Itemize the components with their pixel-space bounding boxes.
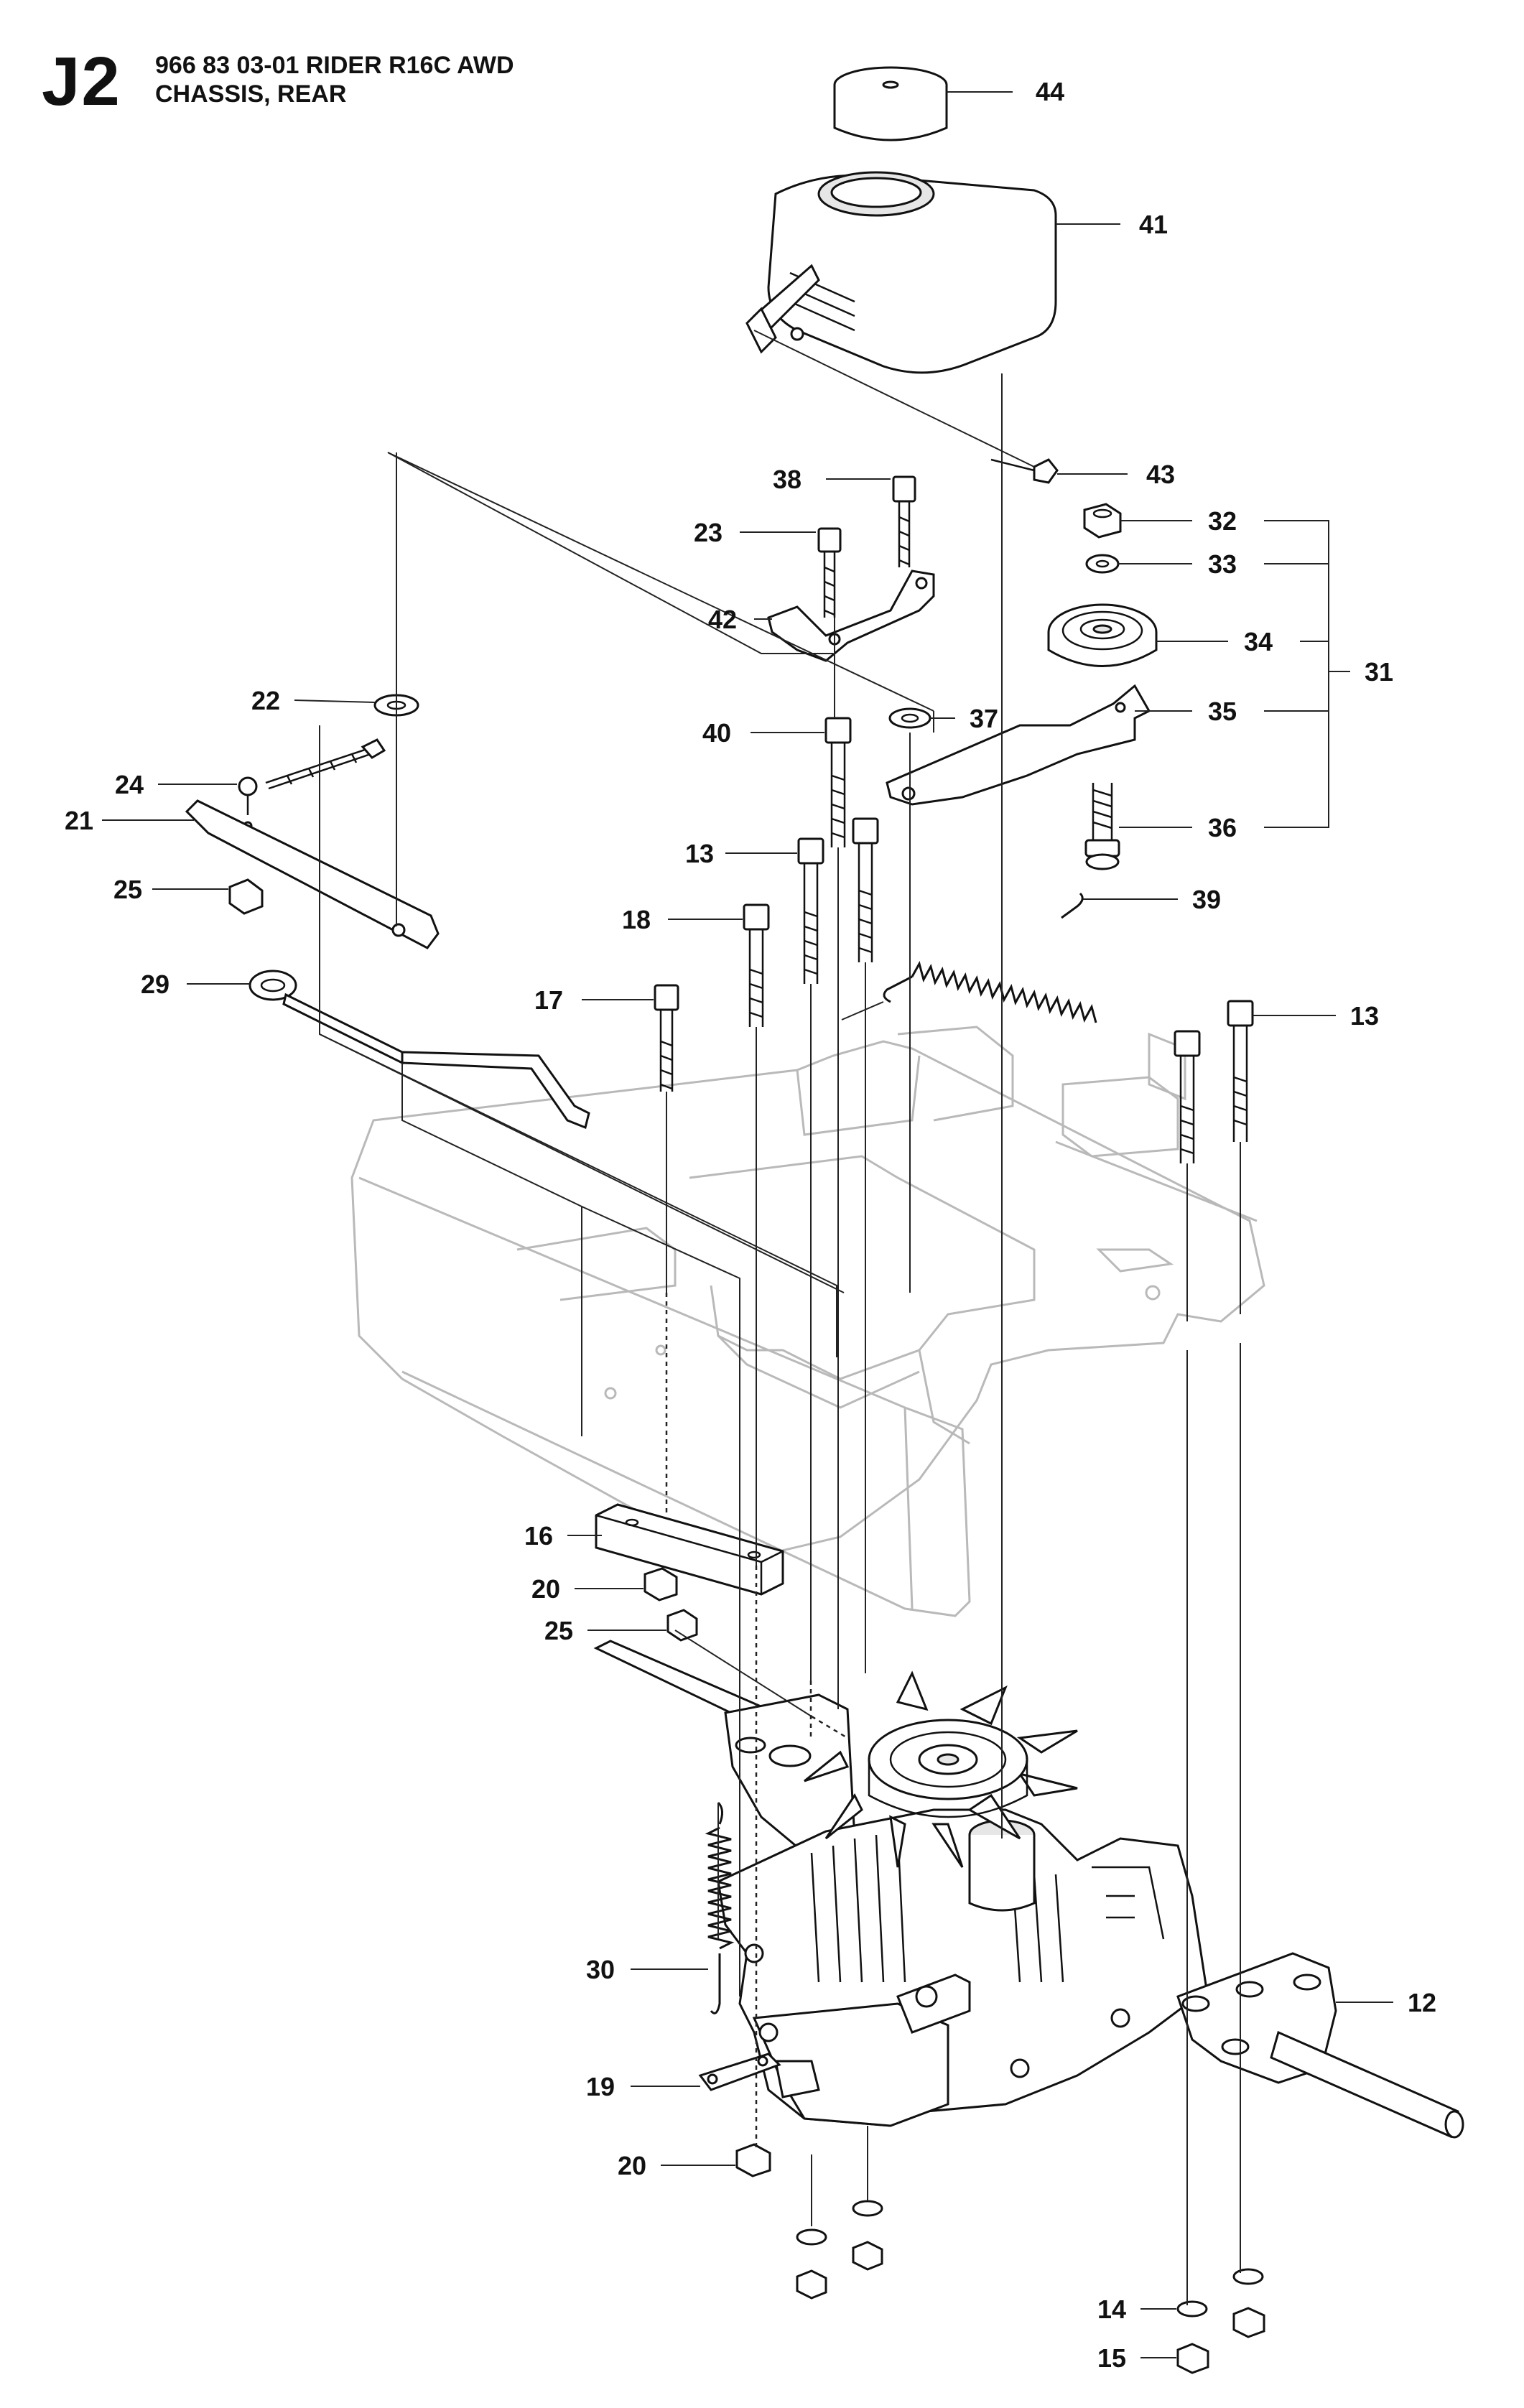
part-24-ball-joint-rod: [238, 738, 386, 831]
callout-42: 42: [708, 605, 737, 634]
part-13-bolt-right-a: [1174, 1030, 1201, 1163]
callout-20-lower: 20: [618, 2151, 646, 2180]
part-12-axle-housing: [1176, 1952, 1464, 2139]
part-41-fuel-tank: [745, 171, 1057, 374]
callout-15: 15: [1097, 2343, 1126, 2373]
callout-labels: 44 41 43 38 23 42 32 33 34 31 35 36 22 3…: [65, 77, 1436, 2373]
part-34-pulley: [1047, 603, 1158, 667]
callout-30: 30: [586, 1955, 615, 1984]
callout-21: 21: [65, 806, 93, 835]
section-title: CHASSIS, REAR: [155, 80, 347, 108]
part-21-lever-arm: [185, 799, 440, 949]
part-36-shoulder-bolt: [1084, 783, 1120, 870]
part-30-spring: [705, 1801, 735, 2014]
part-17-bolt: [654, 984, 679, 1092]
callout-23: 23: [694, 518, 722, 547]
part-13-bolt-left-b: [852, 817, 879, 962]
callout-22: 22: [251, 686, 280, 715]
part-13-bolt-right-b: [1227, 1000, 1254, 1142]
callout-20-upper: 20: [531, 1574, 560, 1604]
chassis-frame-ghost: [350, 1026, 1265, 1617]
callout-18: 18: [622, 905, 651, 934]
callout-38: 38: [773, 465, 802, 494]
part-fan-pulley: [804, 1670, 1078, 1868]
part-25-nut-left: [228, 878, 264, 915]
part-15-nut: [1176, 2307, 1265, 2374]
part-29-control-rod: [248, 970, 590, 1130]
part-42-bracket: [767, 570, 935, 662]
callout-13-right: 13: [1350, 1001, 1379, 1031]
callout-37: 37: [970, 704, 998, 733]
callout-35: 35: [1208, 697, 1237, 726]
callout-29: 29: [141, 970, 169, 999]
part-25-nut-mid: [666, 1609, 698, 1642]
callout-25-mid: 25: [544, 1616, 573, 1645]
part-16-spacer-bar: [595, 1503, 784, 1596]
part-18-bolt: [743, 903, 770, 1027]
part-19-link-plate: [698, 2053, 781, 2091]
callout-13-upper: 13: [685, 839, 714, 868]
callout-41: 41: [1139, 210, 1168, 239]
callout-25-left: 25: [113, 875, 142, 904]
part-32-nut: [1083, 503, 1122, 539]
part-20-nut-upper: [643, 1567, 678, 1602]
callout-40: 40: [702, 718, 731, 748]
callout-36: 36: [1208, 813, 1237, 842]
callout-16: 16: [524, 1521, 553, 1551]
callout-33: 33: [1208, 549, 1237, 579]
part-35-idler-arm: [886, 684, 1151, 806]
callout-17: 17: [534, 985, 563, 1015]
callout-leaders: [102, 91, 1393, 2358]
part-37-bushing: [888, 707, 931, 729]
part-44-tank-cap: [833, 66, 948, 141]
part-transaxle-assembly: [593, 1640, 1208, 2127]
callout-12: 12: [1408, 1988, 1436, 2017]
part-39-spring: [883, 892, 1097, 1023]
callout-34: 34: [1244, 627, 1273, 656]
callout-14: 14: [1097, 2295, 1126, 2324]
callout-43: 43: [1146, 460, 1175, 489]
part-38-bolt: [892, 475, 916, 567]
assembly-guide-lines: [319, 330, 1241, 2305]
callout-24: 24: [115, 770, 144, 799]
part-20-nut-lower: [735, 2143, 771, 2177]
callout-39: 39: [1192, 885, 1221, 914]
part-washers-nuts-bottom: [796, 2200, 883, 2300]
callout-44: 44: [1036, 77, 1064, 106]
callout-32: 32: [1208, 506, 1237, 536]
part-13-bolt-left-a: [797, 837, 824, 984]
part-43-tank-bolt: [990, 458, 1059, 484]
model-title: 966 83 03-01 RIDER R16C AWD: [155, 52, 514, 79]
callout-31: 31: [1365, 657, 1393, 687]
callout-19: 19: [586, 2072, 615, 2101]
part-40-bolt: [824, 717, 852, 847]
page-code: J2: [42, 43, 121, 120]
part-23-bolt: [817, 527, 842, 618]
part-33-washer: [1085, 554, 1120, 574]
